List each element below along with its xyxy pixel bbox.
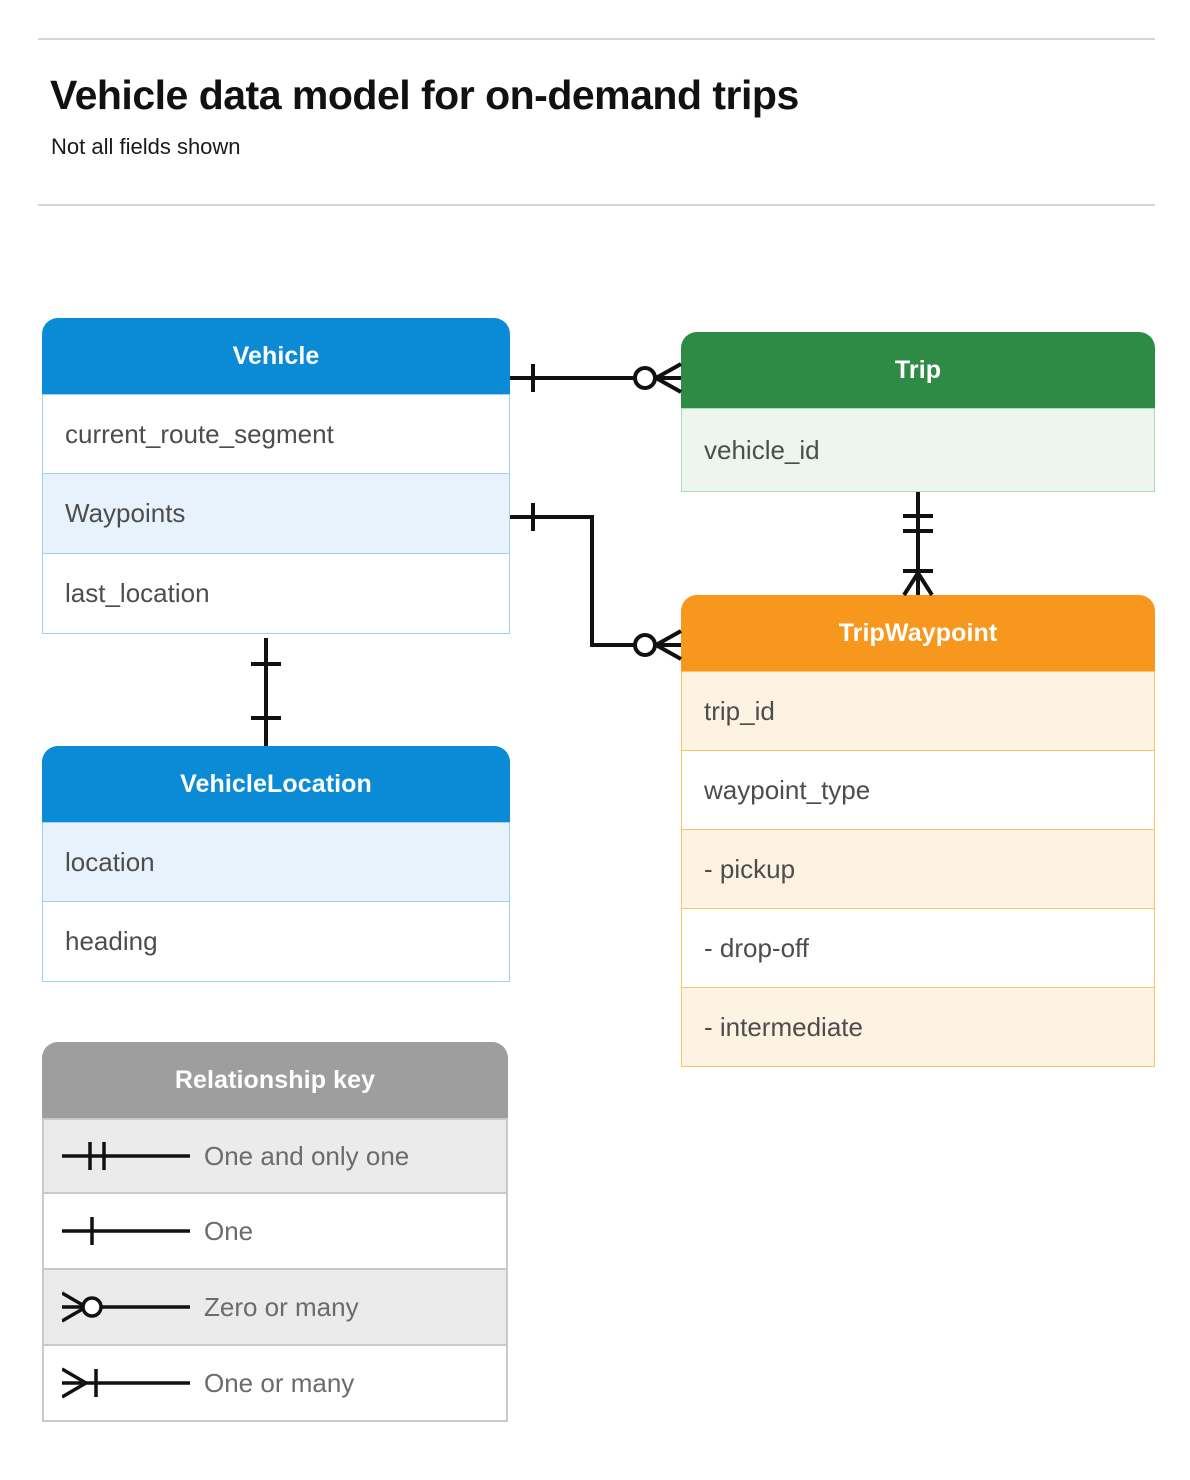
legend-row: One and only one	[42, 1118, 508, 1194]
field-row[interactable]: last_location	[42, 554, 510, 634]
entity-trip[interactable]: Trip vehicle_id	[681, 332, 1155, 492]
entity-vehiclelocation-title: VehicleLocation	[42, 746, 510, 822]
legend-row: One	[42, 1194, 508, 1270]
page-subtitle: Not all fields shown	[51, 134, 241, 159]
page-title: Vehicle data model for on-demand trips	[50, 72, 799, 118]
entity-vehicle[interactable]: Vehicle current_route_segment Waypoints …	[42, 318, 510, 634]
entity-tripwaypoint-title: TripWaypoint	[681, 595, 1155, 671]
field-row[interactable]: - intermediate	[681, 988, 1155, 1067]
legend-row-label: One and only one	[204, 1140, 410, 1171]
connector-vehicle-to-vehiclelocation	[251, 638, 281, 746]
field-row[interactable]: heading	[42, 902, 510, 982]
legend-row: One or many	[42, 1346, 508, 1422]
legend-row-label: One or many	[204, 1367, 355, 1398]
field-row[interactable]: - drop-off	[681, 909, 1155, 988]
entity-vehiclelocation[interactable]: VehicleLocation location heading	[42, 746, 510, 982]
entity-vehiclelocation-fields: location heading	[42, 822, 510, 982]
field-row[interactable]: waypoint_type	[681, 751, 1155, 830]
field-row[interactable]: current_route_segment	[42, 394, 510, 474]
connector-waypoints-to-tripwaypoint	[510, 503, 682, 661]
one-and-only-one-icon	[44, 1136, 204, 1176]
entity-tripwaypoint-fields: trip_id waypoint_type - pickup - drop-of…	[681, 671, 1155, 1067]
one-or-many-icon	[44, 1363, 204, 1403]
entity-tripwaypoint[interactable]: TripWaypoint trip_id waypoint_type - pic…	[681, 595, 1155, 1067]
legend-relationship-key: Relationship key One and only one One	[42, 1042, 508, 1422]
entity-trip-title: Trip	[681, 332, 1155, 408]
field-row[interactable]: Waypoints	[42, 474, 510, 554]
entity-vehicle-fields: current_route_segment Waypoints last_loc…	[42, 394, 510, 634]
legend-row: Zero or many	[42, 1270, 508, 1346]
header-divider-top	[38, 38, 1155, 40]
connector-vehicle-to-trip	[510, 362, 682, 394]
field-row[interactable]: trip_id	[681, 671, 1155, 751]
connector-trip-to-tripwaypoint	[902, 492, 934, 597]
field-row[interactable]: location	[42, 822, 510, 902]
zero-or-many-icon	[44, 1287, 204, 1327]
entity-trip-fields: vehicle_id	[681, 408, 1155, 492]
field-row[interactable]: - pickup	[681, 830, 1155, 909]
legend-row-label: Zero or many	[204, 1291, 359, 1322]
entity-vehicle-title: Vehicle	[42, 318, 510, 394]
legend-title: Relationship key	[42, 1042, 508, 1118]
header-divider-bottom	[38, 204, 1155, 206]
field-row[interactable]: vehicle_id	[681, 408, 1155, 492]
legend-row-label: One	[204, 1215, 254, 1246]
one-icon	[44, 1211, 204, 1251]
